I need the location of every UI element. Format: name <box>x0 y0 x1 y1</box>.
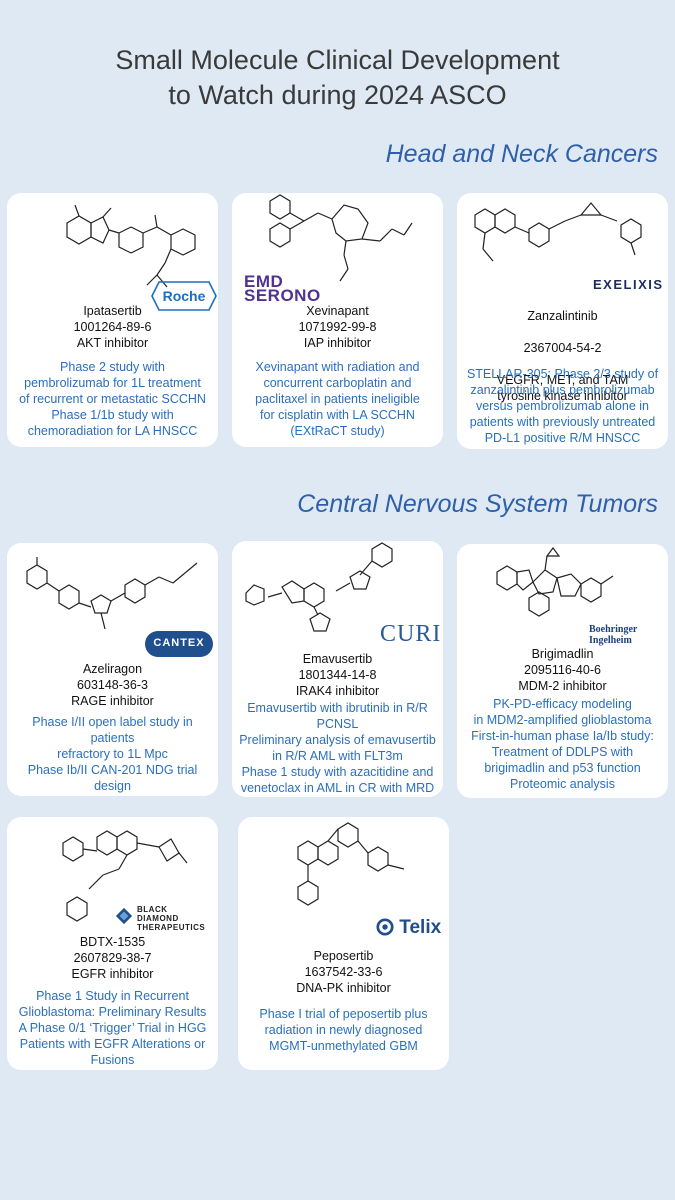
section-title-cns: Central Nervous System Tumors <box>297 490 658 518</box>
drug-name: Xevinapant <box>306 304 369 318</box>
page-title: Small Molecule Clinical Development to W… <box>115 45 560 110</box>
drug-name: Brigimadlin <box>531 647 594 661</box>
chemical-structure <box>457 544 668 644</box>
cas-number: 1637542-33-6 <box>304 965 383 979</box>
drug-name: BDTX-1535 <box>79 935 146 949</box>
trial-description: Xevinapant with radiation and concurrent… <box>255 360 420 438</box>
telix-logo-text: Telix <box>399 917 442 938</box>
drug-target: VEGFR, MET, and TAM tyrosine kinase inhi… <box>496 373 629 403</box>
drug-info: Xevinapant 1071992-99-8 IAP inhibitor <box>232 303 443 351</box>
black-diamond-logo-text: BLACK DIAMOND THERAPEUTICS <box>137 905 206 932</box>
drug-card-azeliragon: CANTEX Azeliragon 603148-36-3 RAGE inhib… <box>7 543 218 796</box>
drug-card-peposertib: Telix Peposertib 1637542-33-6 DNA-PK inh… <box>238 817 449 1070</box>
cas-number: 2095116-40-6 <box>524 663 601 677</box>
trial-description: PK-PD-efficacy modeling in MDM2-amplifie… <box>471 697 654 791</box>
drug-name: Emavusertib <box>302 652 373 666</box>
emd-serono-logo: EMD SERONO <box>244 272 321 305</box>
boehringer-logo-text: Boehringer Ingelheim <box>589 624 638 646</box>
trial-description: Phase I trial of peposertib plus radiati… <box>259 1007 428 1053</box>
diamond-icon <box>115 907 133 925</box>
drug-target: EGFR inhibitor <box>71 967 154 981</box>
roche-logo-text: Roche <box>163 288 206 304</box>
chemical-structure <box>7 193 218 313</box>
roche-logo: Roche <box>151 281 217 311</box>
cas-number: 1801344-14-8 <box>298 668 377 682</box>
trial-description: Phase 2 study with pembrolizumab for 1L … <box>19 360 206 438</box>
cas-number: 1071992-99-8 <box>298 320 377 334</box>
drug-info: Brigimadlin 2095116-40-6 MDM-2 inhibitor <box>457 646 668 694</box>
drug-info: Peposertib 1637542-33-6 DNA-PK inhibitor <box>238 948 449 996</box>
telix-icon <box>376 918 394 936</box>
chemical-structure <box>238 817 449 927</box>
boehringer-ingelheim-logo: Boehringer Ingelheim <box>589 624 637 646</box>
drug-target: AKT inhibitor <box>76 336 149 350</box>
trial-description: Emavusertib with ibrutinib in R/R PCNSL … <box>239 701 436 795</box>
drug-name: Zanzalintinib <box>527 309 598 323</box>
telix-logo: Telix <box>376 917 441 939</box>
drug-card-zanzalintinib: EXELIXIS Zanzalintinib 2367004-54-2 VEGF… <box>457 193 668 449</box>
chemical-structure <box>232 541 443 641</box>
drug-info: Emavusertib 1801344-14-8 IRAK4 inhibitor <box>232 651 443 699</box>
drug-card-xevinapant: EMD SERONO Xevinapant 1071992-99-8 IAP i… <box>232 193 443 447</box>
drug-info: Zanzalintinib 2367004-54-2 VEGFR, MET, a… <box>457 292 668 420</box>
chemical-structure <box>7 817 218 927</box>
chemical-structure <box>232 193 443 313</box>
drug-target: MDM-2 inhibitor <box>518 679 607 693</box>
trial-description: Phase I/II open label study in patients … <box>13 715 211 796</box>
drug-info: Azeliragon 603148-36-3 RAGE inhibitor <box>7 661 218 709</box>
curis-logo: CURIS <box>380 621 443 647</box>
drug-name: Azeliragon <box>82 662 143 676</box>
drug-info: Ipatasertib 1001264-89-6 AKT inhibitor <box>7 303 218 351</box>
drug-card-ipatasertib: Roche Ipatasertib 1001264-89-6 AKT inhib… <box>7 193 218 447</box>
trial-description: STELLAR-305: Phase 2/3 study of zanzalin… <box>466 367 659 445</box>
drug-name: Peposertib <box>313 949 374 963</box>
drug-card-brigimadlin: Boehringer Ingelheim Brigimadlin 2095116… <box>457 544 668 798</box>
cas-number: 1001264-89-6 <box>73 320 152 334</box>
drug-card-emavusertib: CURIS Emavusertib 1801344-14-8 IRAK4 inh… <box>232 541 443 797</box>
drug-card-bdtx-1535: BLACK DIAMOND THERAPEUTICS BDTX-1535 260… <box>7 817 218 1070</box>
trial-description: Phase 1 Study in Recurrent Glioblastoma:… <box>18 989 207 1067</box>
cantex-logo: CANTEX <box>145 631 213 657</box>
drug-name: Ipatasertib <box>83 304 142 318</box>
drug-info: BDTX-1535 2607829-38-7 EGFR inhibitor <box>7 934 218 982</box>
cas-number: 603148-36-3 <box>77 678 148 692</box>
exelixis-logo: EXELIXIS <box>593 277 664 292</box>
drug-target: DNA-PK inhibitor <box>296 981 391 995</box>
drug-target: IAP inhibitor <box>303 336 372 350</box>
chemical-structure <box>7 543 218 643</box>
section-title-head-neck: Head and Neck Cancers <box>385 140 658 168</box>
cas-number: 2367004-54-2 <box>523 341 602 355</box>
drug-target: RAGE inhibitor <box>71 694 154 708</box>
cas-number: 2607829-38-7 <box>73 951 152 965</box>
chemical-structure <box>457 193 668 283</box>
drug-target: IRAK4 inhibitor <box>295 684 380 698</box>
